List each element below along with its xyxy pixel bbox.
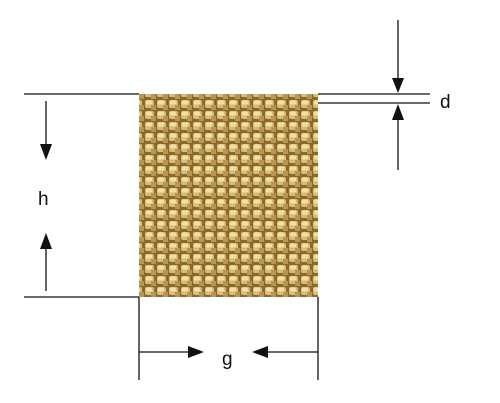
g-left-arrowhead — [252, 346, 268, 358]
thickness-label: d — [440, 92, 451, 113]
fabric-block — [139, 94, 318, 297]
h-up-arrowhead — [40, 233, 52, 249]
height-label: h — [38, 189, 49, 210]
g-right-arrowhead — [188, 346, 204, 358]
h-down-arrowhead — [40, 144, 52, 160]
gap-label: g — [222, 349, 233, 370]
d-up-arrowhead — [392, 104, 404, 120]
d-down-arrowhead — [392, 78, 404, 93]
